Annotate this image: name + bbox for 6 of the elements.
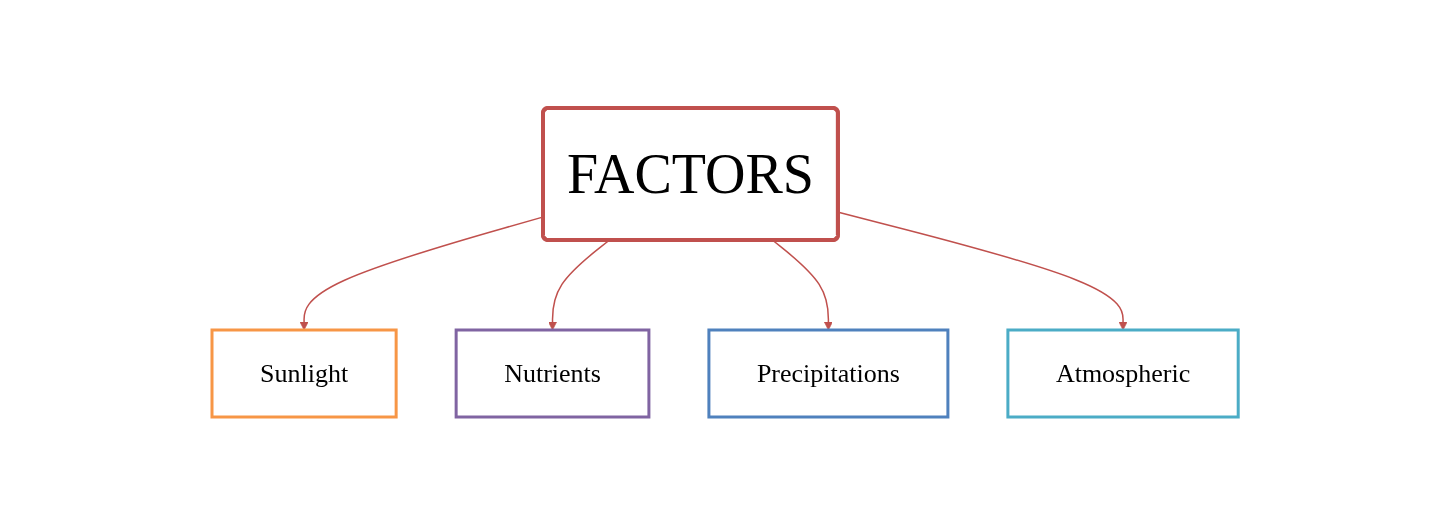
node-box: Precipitations: [707, 328, 950, 418]
node-box: Nutrients: [455, 328, 651, 418]
node-box: Sunlight: [210, 328, 399, 418]
arrow: [548, 239, 611, 330]
arrow: [772, 239, 834, 330]
node-box: Atmospheric: [1006, 328, 1241, 418]
